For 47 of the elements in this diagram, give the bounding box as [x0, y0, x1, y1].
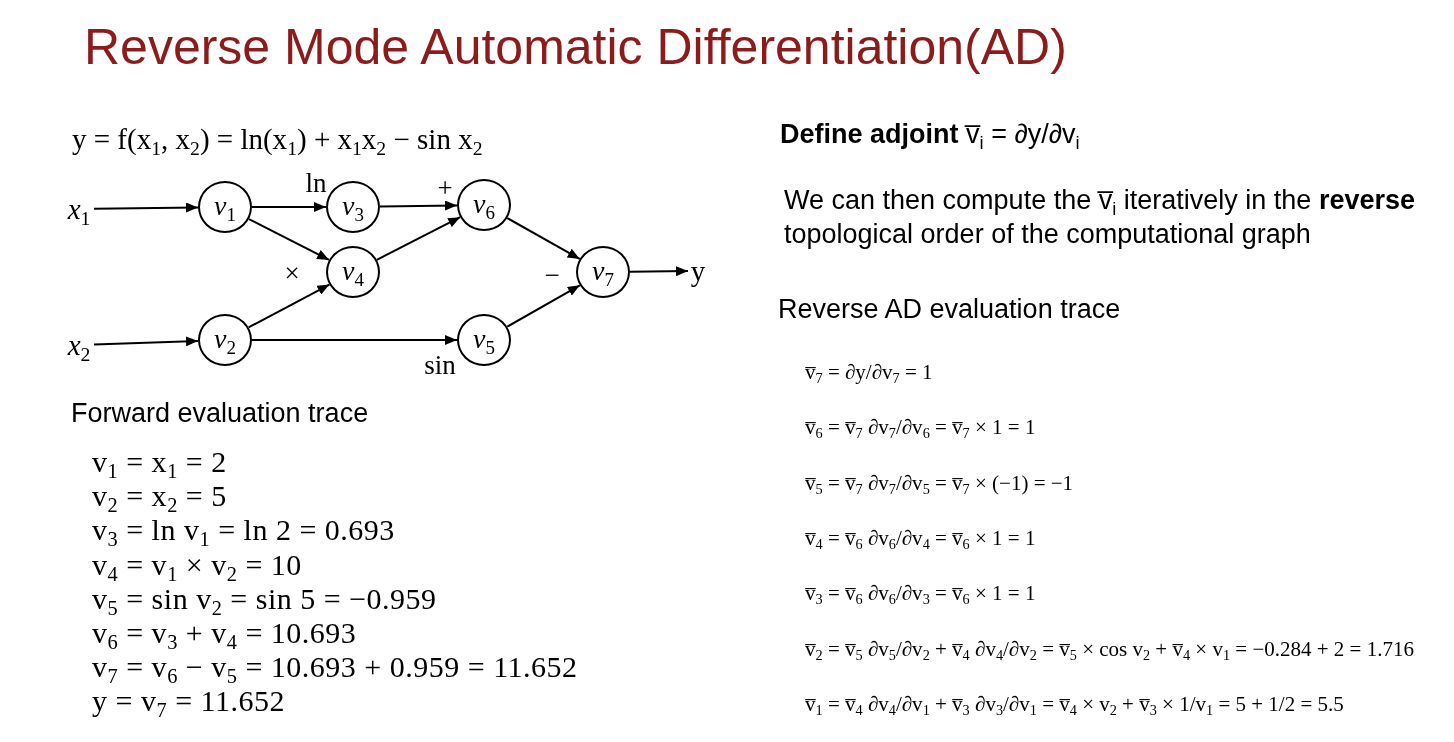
- arrow: [629, 266, 689, 277]
- variable-node: v$_{4}$: [326, 246, 380, 298]
- variable-node: v$_{3}$: [326, 181, 380, 233]
- operator-label: ln: [305, 169, 327, 197]
- section-heading: Reverse AD evaluation trace: [778, 293, 1121, 326]
- arrow: [247, 218, 331, 261]
- output-variable: y: [688, 254, 708, 288]
- trace-equation: y = v$_{7}$ = 11.652: [92, 684, 285, 717]
- trace-equation: v̅$_{3}$ = v̅$_{6}$ ∂v$_{6}$/∂v$_{3}$ = v̅$_{6}$ × 1 = 1: [805, 581, 1036, 607]
- arrow: [506, 217, 581, 260]
- arrow: [375, 216, 462, 261]
- trace-equation: v$_{1}$ = x$_{1}$ = 2: [92, 445, 227, 478]
- trace-equation: v̅$_{6}$ = v̅$_{7}$ ∂v$_{7}$/∂v$_{6}$ = v̅$_{7}$ × 1 = 1: [805, 415, 1036, 441]
- trace-equation: v$_{5}$ = sin v$_{2}$ = sin 5 = −0.959: [92, 582, 437, 615]
- arrow: [247, 283, 331, 329]
- explanation-text: We can then compute the v̅$_{i}$ iteratively in the reverse topological order of the computational graph: [784, 184, 1416, 251]
- function-formula: y = f(x$_{1}$, x$_{2}$) = ln(x$_{1}$) + x$_{1}$x$_{2}$ − sin x$_{2}$: [72, 122, 483, 157]
- trace-equation: v$_{2}$ = x$_{2}$ = 5: [92, 479, 227, 512]
- section-heading: Forward evaluation trace: [71, 397, 369, 430]
- definition-formula: Define adjoint v̅$_{i}$ = ∂y/∂v$_{i}$: [780, 118, 1080, 151]
- operator-label: +: [437, 174, 453, 202]
- trace-equation: v̅$_{4}$ = v̅$_{6}$ ∂v$_{6}$/∂v$_{4}$ = v̅$_{6}$ × 1 = 1: [805, 526, 1036, 552]
- arrow: [93, 336, 199, 347]
- variable-node: v$_{1}$: [198, 181, 252, 233]
- trace-equation: v$_{4}$ = v$_{1}$ × v$_{2}$ = 10: [92, 548, 302, 581]
- trace-equation: v̅$_{2}$ = v̅$_{5}$ ∂v$_{5}$/∂v$_{2}$ + v̅$_{4}$ ∂v$_{4}$/∂v$_{2}$ = v̅$_{5}$ × cos v$_{2}$ + v̅$_{4}$ × v$_{1}$ = −0.284 + 2 = 1.716: [805, 637, 1414, 663]
- variable-node: v$_{7}$: [576, 246, 630, 298]
- trace-equation: v̅$_{5}$ = v̅$_{7}$ ∂v$_{7}$/∂v$_{5}$ = v̅$_{7}$ × (−1) = −1: [805, 471, 1074, 497]
- trace-equation: v$_{7}$ = v$_{6}$ − v$_{5}$ = 10.693 + 0.959 = 11.652: [92, 650, 578, 683]
- operator-label: sin: [424, 351, 456, 379]
- trace-equation: v̅$_{7}$ = ∂y/∂v$_{7}$ = 1: [805, 360, 933, 386]
- slide-title: Reverse Mode Automatic Differentiation(AD): [84, 19, 1067, 77]
- input-variable: x$_{2}$: [64, 328, 94, 362]
- trace-equation: v$_{6}$ = v$_{3}$ + v$_{4}$ = 10.693: [92, 616, 357, 649]
- variable-node: v$_{6}$: [457, 179, 511, 231]
- trace-equation: v$_{3}$ = ln v$_{1}$ = ln 2 = 0.693: [92, 513, 395, 546]
- operator-label: −: [544, 261, 560, 289]
- arrow: [93, 202, 199, 213]
- trace-equation: v̅$_{1}$ = v̅$_{4}$ ∂v$_{4}$/∂v$_{1}$ + v̅$_{3}$ ∂v$_{3}$/∂v$_{1}$ = v̅$_{4}$ × v$_{2}$ + v̅$_{3}$ × 1/v$_{1}$ = 5 + 1/2 = 5.5: [805, 692, 1344, 718]
- variable-node: v$_{5}$: [457, 314, 511, 366]
- input-variable: x$_{1}$: [64, 192, 94, 226]
- operator-label: ×: [284, 259, 300, 287]
- arrow: [251, 202, 327, 212]
- arrow: [251, 335, 458, 345]
- arrow: [506, 284, 581, 328]
- arrow: [379, 200, 458, 211]
- variable-node: v$_{2}$: [198, 314, 252, 366]
